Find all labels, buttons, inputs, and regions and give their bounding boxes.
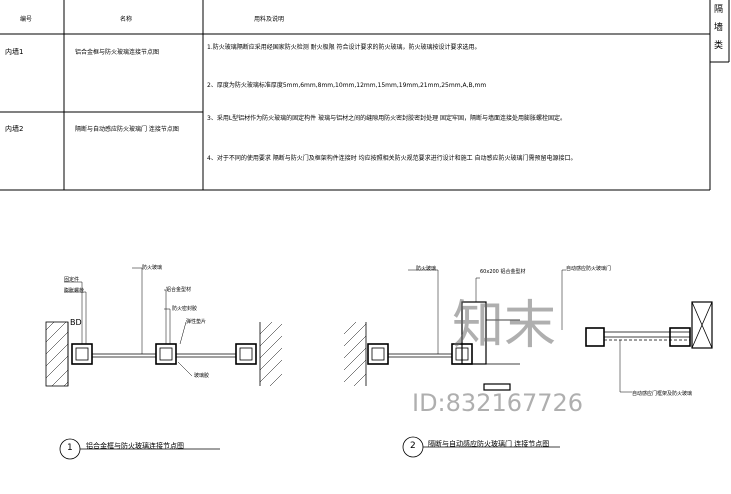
detail2-label-2: 60x200 铝合金型材 <box>480 269 526 275</box>
detail1-title: 铝合金框与防火玻璃连接节点图 <box>86 442 184 450</box>
detail1-number: 1 <box>67 443 73 453</box>
row1-name: 铝合金框与防火玻璃连接节点图 <box>75 49 160 56</box>
detail1-mark: BD <box>70 318 82 327</box>
watermark-id: ID:832167726 <box>412 389 584 417</box>
detail2-label-3: 自动感应防火玻璃门 <box>566 266 612 272</box>
row2-name: 隔断与自动感应防火玻璃门 连接节点图 <box>75 126 179 133</box>
note-1: 1.防火玻璃隔断应采用经国家防火检测 耐火极限 符合设计要求的防火玻璃，防火玻璃… <box>207 44 481 51</box>
detail1-label-5: 防火密封胶 <box>172 306 198 312</box>
detail1-label-4: 铝合金型材 <box>166 287 192 293</box>
detail1-label-6: 弹性垫片 <box>186 319 207 325</box>
side-title-3: 类 <box>714 41 724 51</box>
note-2: 2、厚度为防火玻璃标准厚度5mm,6mm,8mm,10mm,12mm,15mm,… <box>207 82 487 89</box>
header-name: 名称 <box>120 16 133 23</box>
detail1-label-2: 膨胀螺栓 <box>64 288 85 294</box>
detail2-label-1: 防火玻璃 <box>416 266 437 272</box>
row1-code: 内墙1 <box>5 48 24 56</box>
row2-code: 内墙2 <box>5 125 24 133</box>
header-code: 编号 <box>20 16 33 23</box>
detail1-label-1: 固定件 <box>64 277 80 283</box>
side-title-2: 墙 <box>714 23 724 33</box>
detail2-title: 隔断与自动感应防火玻璃门 连接节点图 <box>428 440 550 448</box>
watermark-logo: 知末 <box>452 296 557 356</box>
note-3: 3、采用L型铝材作为防火玻璃的固定构件 玻璃与铝材之间的缝隙用防火密封胶密封处理… <box>207 115 566 122</box>
detail1-drawing <box>45 267 283 460</box>
note-4: 4、对于不同的使用要求 隔断与防火门及框架构件连接时 均应按照相关防火规范要求进… <box>207 155 577 162</box>
header-notes: 用料及说明 <box>254 16 285 23</box>
detail2-drawing <box>343 269 713 458</box>
detail1-label-7: 玻璃胶 <box>194 373 210 379</box>
detail1-label-3: 防火玻璃 <box>142 265 163 271</box>
detail2-number: 2 <box>410 441 416 451</box>
detail2-label-4: 自动感应门框架及防火玻璃 <box>632 391 693 397</box>
table-grid <box>0 0 730 191</box>
side-title-1: 隔 <box>714 5 724 15</box>
